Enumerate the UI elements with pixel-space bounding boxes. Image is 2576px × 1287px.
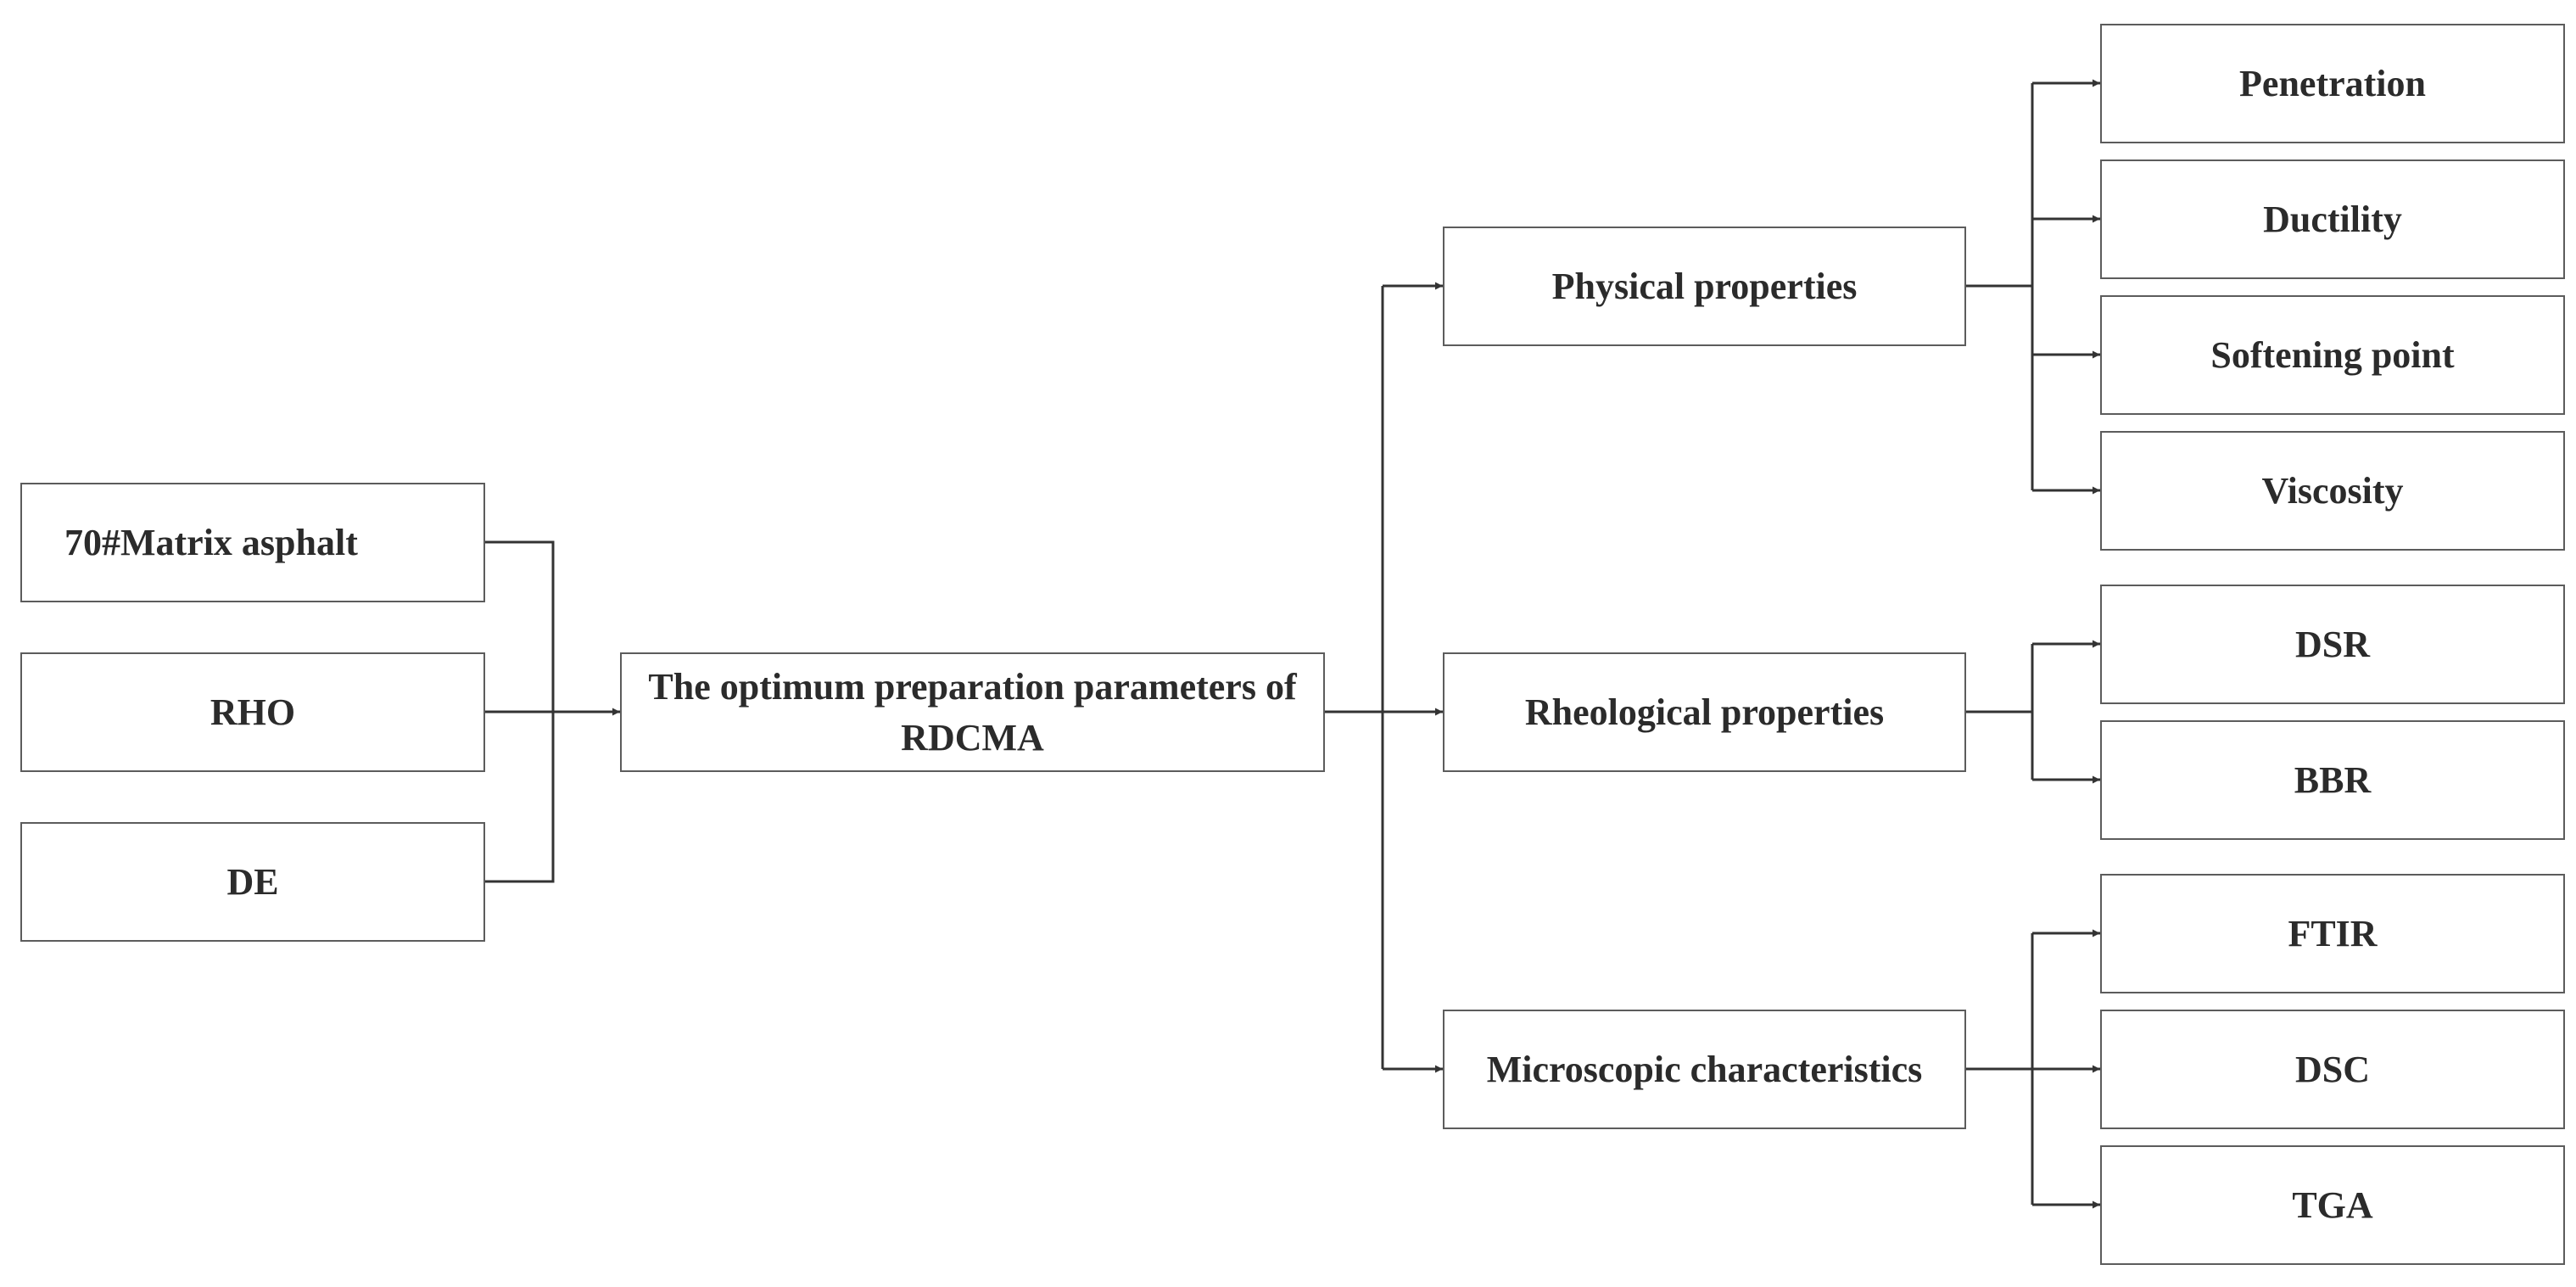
node-label: FTIR <box>2288 912 2378 954</box>
node-rheological-properties: Rheological properties <box>1443 652 1966 772</box>
node-microscopic-characteristics: Microscopic characteristics <box>1443 1010 1966 1129</box>
node-ftir: FTIR <box>2100 874 2565 993</box>
node-label: Rheological properties <box>1524 691 1885 733</box>
node-de: DE <box>20 822 485 942</box>
node-label: DSR <box>2294 623 2371 665</box>
node-viscosity: Viscosity <box>2100 431 2565 551</box>
node-ductility: Ductility <box>2100 159 2565 279</box>
node-label: Microscopic characteristics <box>1486 1048 1923 1090</box>
node-label: Physical properties <box>1551 265 1858 307</box>
node-label: RHO <box>210 691 296 733</box>
node-optimum-parameters: The optimum preparation parameters of RD… <box>620 652 1325 772</box>
node-label: 70#Matrix asphalt <box>64 521 358 563</box>
node-matrix-asphalt: 70#Matrix asphalt <box>20 483 485 602</box>
node-softening-point: Softening point <box>2100 295 2565 415</box>
node-physical-properties: Physical properties <box>1443 227 1966 346</box>
node-rho: RHO <box>20 652 485 772</box>
node-label: BBR <box>2294 758 2372 801</box>
node-tga: TGA <box>2100 1145 2565 1265</box>
node-label: TGA <box>2292 1183 2373 1226</box>
node-label: Penetration <box>2239 62 2426 104</box>
node-dsr: DSR <box>2100 585 2565 704</box>
node-label: Ductility <box>2263 198 2402 240</box>
node-dsc: DSC <box>2100 1010 2565 1129</box>
node-label: Softening point <box>2210 333 2455 376</box>
node-label: Viscosity <box>2261 469 2404 512</box>
node-penetration: Penetration <box>2100 24 2565 143</box>
node-label: DE <box>226 860 279 903</box>
node-label: DSC <box>2294 1048 2371 1090</box>
node-label: The optimum preparation parameters of RD… <box>648 666 1297 758</box>
node-bbr: BBR <box>2100 720 2565 840</box>
